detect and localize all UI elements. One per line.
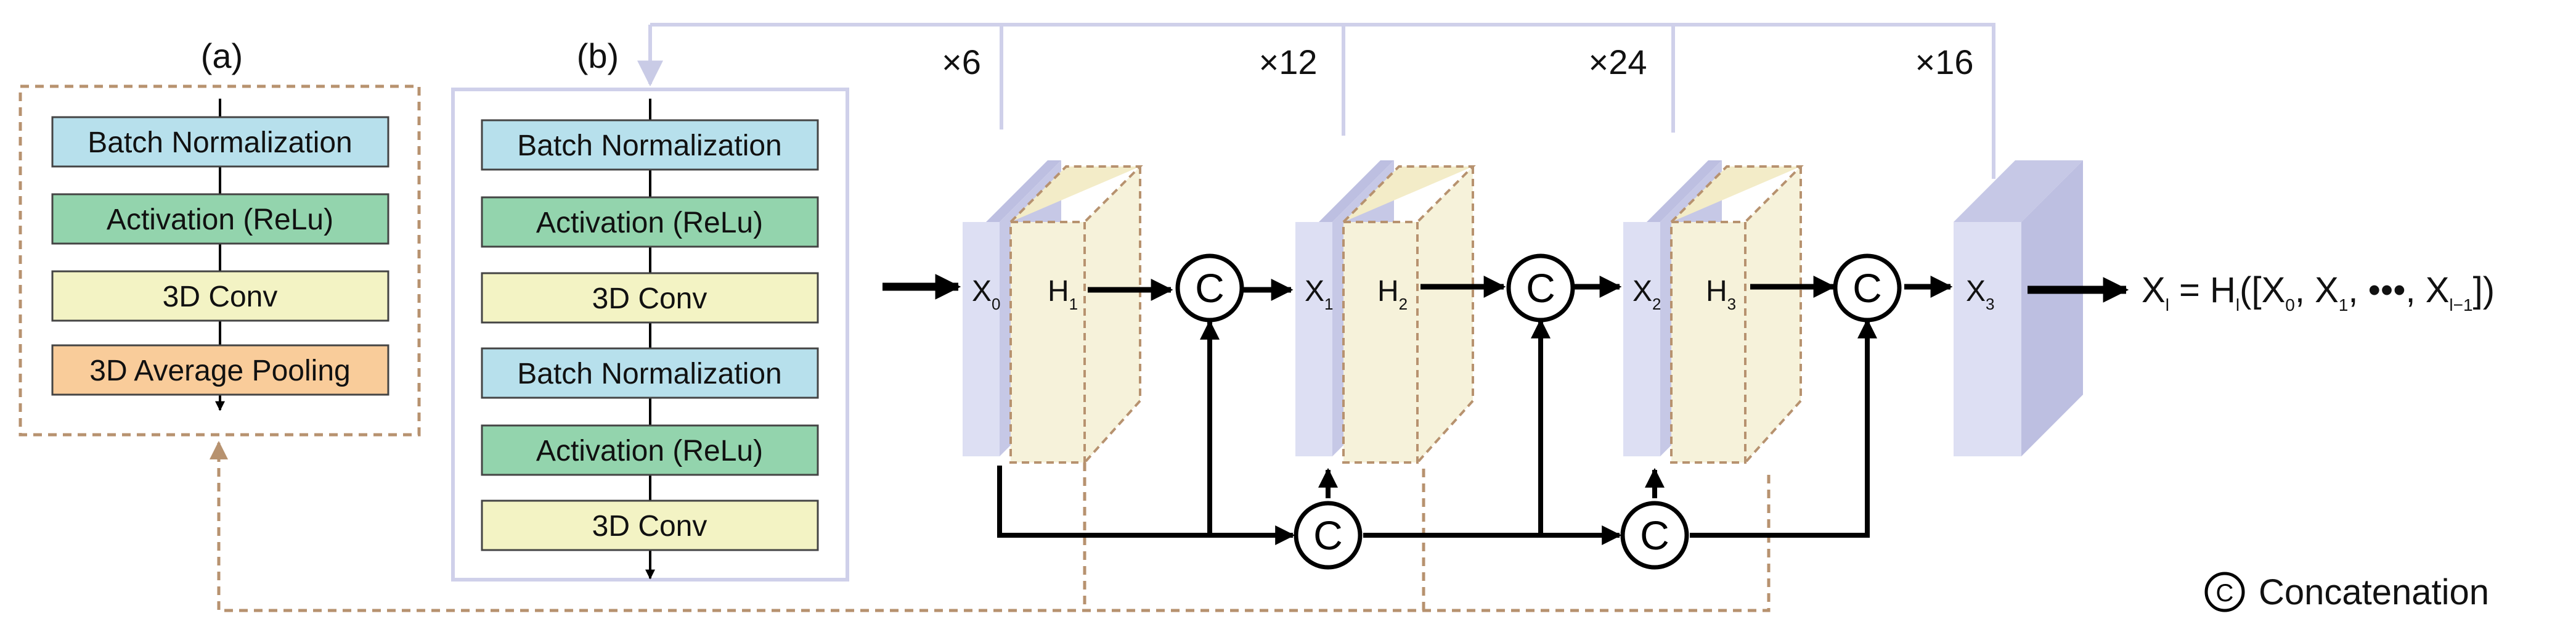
label-x3: X3 [1966,275,1994,313]
label-h2: H2 [1377,275,1408,313]
conv3d-block [481,272,819,324]
svg-text:C: C [2216,580,2234,607]
panel-b-label: (b) [577,36,619,75]
conv3d-label: 3D Conv [592,510,707,543]
conv3d-block [481,499,819,551]
concat-node: C [1175,253,1244,323]
label-x0: X0 [972,275,1000,313]
label-h1: H1 [1048,275,1078,313]
batch-norm-block [481,347,819,399]
conv3d-label: 3D Conv [163,281,278,313]
concat-node: C [1620,501,1689,570]
dense-connections [882,274,2129,545]
label-x2: X2 [1632,275,1661,313]
feature-slab-h2 [1342,165,1476,464]
batch-norm-block [51,116,389,168]
activation-block [481,424,819,476]
concat-node: C [1294,501,1363,570]
batch-norm-label: Batch Normalization [88,126,353,159]
repeat-count: ×12 [1259,43,1318,81]
svg-text:C: C [1195,265,1225,311]
legend-concat-icon [2204,572,2245,612]
panel-a-layers: Batch Normalization Activation (ReLu) 3D… [51,116,389,396]
repeat-count: ×24 [1589,43,1647,81]
panel-a-label: (a) [201,36,243,75]
panel-b-frame [451,88,849,582]
conv3d-block [51,270,389,322]
batch-norm-label: Batch Normalization [517,358,782,390]
repeat-count: ×6 [942,43,981,81]
svg-text:C: C [1640,512,1669,558]
activation-label: Activation (ReLu) [536,207,763,239]
batch-norm-label: Batch Normalization [517,129,782,162]
feature-slab-h1 [1009,165,1143,464]
repeat-count: ×16 [1915,43,1974,81]
label-x1: X1 [1305,275,1333,313]
concat-node: C [1506,253,1575,323]
svg-text:C: C [1526,265,1555,311]
avg-pool-label: 3D Average Pooling [89,355,350,387]
conv3d-label: 3D Conv [592,282,707,315]
batch-norm-block [481,119,819,171]
skip-connection-lines [637,23,1995,179]
repeat-counts: ×6 ×12 ×24 ×16 [942,43,1973,81]
panel-a-frame [18,84,421,437]
output-formula: Xl = Hl([X0, X1, •••, Xl−1]) [2142,270,2495,314]
activation-block [51,193,389,245]
legend: C Concatenation [2204,572,2489,612]
feature-labels: X0 H1 X1 H2 X2 H3 X3 [972,275,1994,313]
svg-text:C: C [1313,512,1343,558]
activation-label: Activation (ReLu) [536,435,763,467]
feature-slab-h3 [1670,165,1804,464]
feature-slab-x3 [1954,160,2083,456]
label-h3: H3 [1706,275,1736,313]
panel-b-layers: Batch Normalization Activation (ReLu) 3D… [481,119,819,551]
concat-nodes: C C C C C [1175,253,1902,570]
avg-pool-block [51,344,389,396]
activation-block [481,196,819,248]
legend-text: Concatenation [2259,572,2489,612]
concat-node: C [1833,253,1902,323]
activation-label: Activation (ReLu) [107,203,333,236]
svg-text:C: C [1853,265,1882,311]
